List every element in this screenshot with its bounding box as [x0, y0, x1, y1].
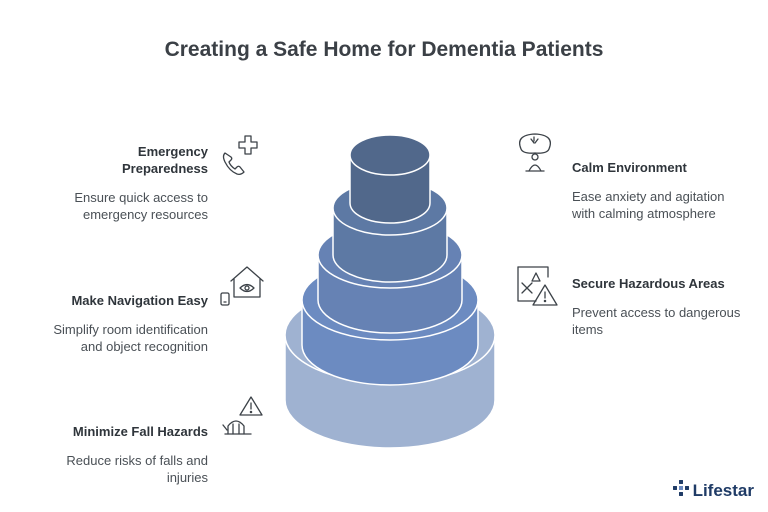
navigation-description: Simplify room identification and object …	[53, 322, 208, 354]
calm-environment-block: Calm Environment Ease anxiety and agitat…	[572, 159, 742, 222]
navigation-heading: Make Navigation Easy	[71, 293, 208, 308]
brand-name: Lifestar	[692, 480, 754, 500]
medical-star-icon	[672, 479, 690, 502]
calm-environment-description: Ease anxiety and agitation with calming …	[572, 189, 725, 221]
navigation-block: Make Navigation Easy Simplify room ident…	[38, 292, 208, 355]
phone-medical-icon	[219, 131, 265, 177]
brand-logo: Lifestar	[672, 479, 754, 502]
calm-environment-heading: Calm Environment	[572, 160, 687, 175]
page-title: Creating a Safe Home for Dementia Patien…	[164, 38, 604, 61]
secure-hazardous-description: Prevent access to dangerous items	[572, 305, 741, 337]
tier-1-cylinder	[349, 134, 431, 224]
secure-hazardous-heading: Secure Hazardous Areas	[572, 276, 725, 291]
fall-hazards-description: Reduce risks of falls and injuries	[66, 453, 208, 485]
meditation-icon	[514, 131, 560, 177]
secure-hazardous-block: Secure Hazardous Areas Prevent access to…	[572, 275, 742, 338]
emergency-preparedness-heading: Emergency Preparedness	[122, 144, 208, 176]
fall-hazards-block: Minimize Fall Hazards Reduce risks of fa…	[38, 423, 208, 486]
emergency-preparedness-block: Emergency Preparedness Ensure quick acce…	[48, 143, 208, 223]
slip-warning-icon	[219, 394, 265, 440]
hazard-document-icon	[514, 263, 560, 309]
smart-home-icon	[219, 263, 265, 309]
fall-hazards-heading: Minimize Fall Hazards	[72, 424, 208, 439]
emergency-preparedness-description: Ensure quick access to emergency resourc…	[74, 190, 208, 222]
